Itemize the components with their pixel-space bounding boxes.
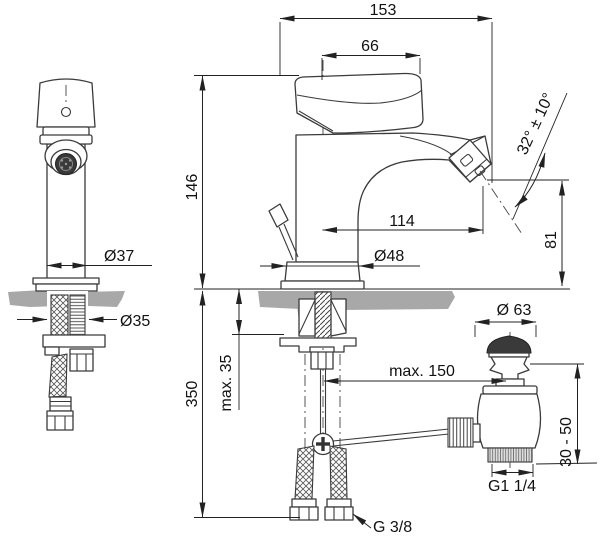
- dimension-label-mounting-hole-diameter: Ø35: [120, 313, 150, 330]
- countertop-deck-side: [258, 291, 455, 310]
- cone-wedge-right: [330, 298, 347, 337]
- handle-dot: [60, 106, 72, 118]
- front-view: [8, 78, 125, 431]
- dimension-angle: 32° ± 10°: [479, 91, 568, 235]
- flex-hose-right: [329, 445, 348, 500]
- cone-wedge-left: [298, 298, 316, 337]
- dimension-label-body-diameter: Ø37: [104, 248, 134, 265]
- dimension-81: 81: [487, 179, 569, 287]
- waste-neck: [495, 378, 525, 387]
- base-plate-lower: [35, 283, 98, 292]
- dimension-label-body-height: 146: [184, 174, 201, 201]
- dimension-label-max-rod-reach: max. 150: [389, 363, 455, 380]
- shank-nut-side: [310, 351, 334, 370]
- dimension-label-spout-angle: 32° ± 10°: [514, 91, 557, 158]
- washer-plate: [279, 337, 357, 353]
- dimension-label-base-diameter: Ø48: [374, 248, 404, 265]
- dimension-label-supply-thread: G 3/8: [373, 519, 412, 536]
- dimension-d48: Ø48: [260, 248, 420, 269]
- dimension-max-35: max. 35: [218, 289, 284, 411]
- aerator-ring: [59, 157, 73, 171]
- dimension-146: 146: [184, 75, 299, 289]
- actuator-rod: [332, 428, 450, 447]
- spout-axis-line: [479, 170, 523, 235]
- hose-nut-front: [46, 410, 74, 431]
- dimension-label-waste-cap-diameter: Ø 63: [497, 302, 532, 319]
- aerator-dots: [60, 159, 72, 169]
- dimension-66: 66: [321, 38, 421, 80]
- base-flange: [280, 280, 365, 290]
- dimension-114: 114: [322, 186, 484, 234]
- hose-nut-right: [324, 506, 354, 521]
- dimension-d37: Ø37: [46, 248, 152, 269]
- threaded-rod-front: [69, 294, 86, 336]
- handle-lever-underside: [296, 89, 423, 104]
- dimension-d35: Ø35: [17, 313, 150, 330]
- waste-body: [476, 393, 542, 449]
- dimension-g38: G 3/8: [352, 513, 412, 536]
- waste-stem: [489, 356, 530, 380]
- hose-collar-front: [49, 396, 72, 412]
- dimension-g114: G1 1/4: [488, 464, 536, 495]
- flex-hose-front: [48, 353, 68, 398]
- base-plate-upper: [32, 277, 100, 285]
- popup-rod: [268, 203, 299, 261]
- flex-hose-left: [294, 445, 315, 500]
- handle-wedge-line: [298, 110, 334, 132]
- base-plinth: [284, 261, 361, 282]
- waste-thread-tail: [487, 447, 533, 463]
- dimension-label-handle-reach: 66: [361, 38, 379, 55]
- waste-flange: [482, 385, 538, 395]
- dimension-label-spout-reach: 114: [389, 213, 415, 230]
- dimension-label-hose-length: 350: [184, 381, 201, 408]
- hose-nut-left: [289, 506, 319, 521]
- dimension-label-waste-thread: G1 1/4: [488, 478, 536, 495]
- threaded-shank: [314, 291, 332, 341]
- mounting-bracket: [42, 334, 106, 348]
- rod-joint-screw: [311, 432, 335, 456]
- waste-cap: [486, 335, 532, 354]
- dimension-label-overall-depth: 153: [370, 2, 397, 19]
- dimension-label-waste-height-range: 30 - 50: [558, 417, 575, 467]
- dimension-label-max-deck-thickness: max. 35: [218, 354, 235, 411]
- hose-collar-left: [291, 498, 317, 508]
- handle-front: [36, 78, 96, 128]
- bracket-tab: [44, 346, 60, 356]
- popup-waste-assembly: [447, 332, 542, 468]
- dimension-d63: Ø 63: [474, 302, 537, 337]
- knurled-knob: [447, 417, 474, 448]
- hose-collar-right: [326, 498, 352, 508]
- dimension-30-50: 30 - 50: [530, 363, 598, 467]
- dimension-350: 350: [184, 290, 300, 518]
- dimension-label-spout-height: 81: [543, 231, 560, 249]
- dimension-153: 153: [279, 2, 493, 183]
- dimension-max-150: max. 150: [323, 363, 507, 384]
- shank-nut: [69, 348, 94, 372]
- mounting-stud-hatched: [50, 294, 69, 336]
